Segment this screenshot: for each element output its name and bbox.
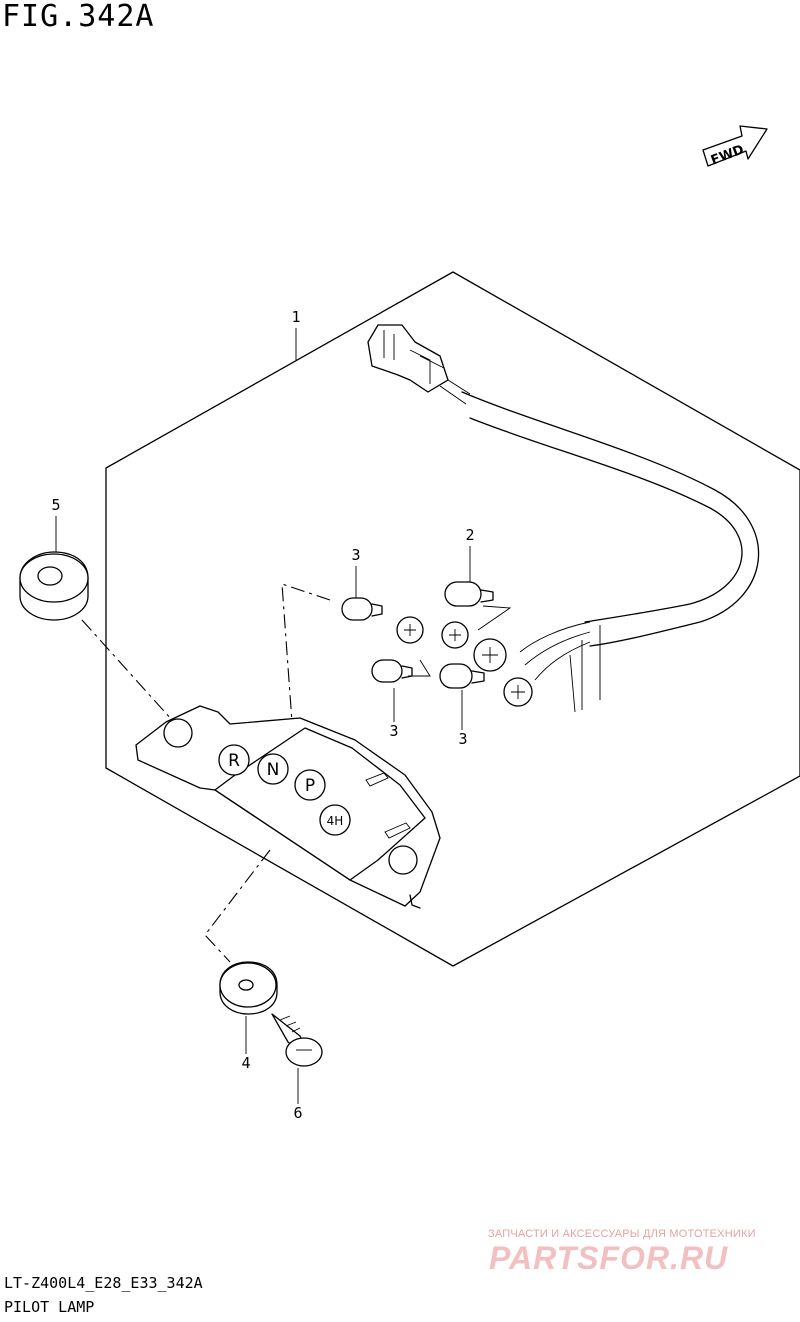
screw-icon: [271, 1013, 323, 1067]
callout-1: 1: [291, 308, 300, 326]
pilot-lamp-housing: R N P 4H: [135, 705, 441, 909]
figure-caption: PILOT LAMP: [4, 1298, 95, 1316]
indicator-label: P: [305, 776, 315, 796]
washer-icon: [219, 961, 278, 1015]
callout-3: 3: [351, 546, 360, 564]
callout-5: 5: [51, 496, 60, 514]
callout-4: 4: [241, 1054, 250, 1072]
indicator-label: R: [228, 751, 240, 771]
watermark-logo: PARTSFOR.RU: [489, 1240, 729, 1276]
grommet-icon: [19, 551, 89, 621]
bulb-sockets: [396, 616, 533, 707]
callout-6: 6: [293, 1104, 302, 1122]
indicator-label: 4H: [327, 814, 344, 828]
bulb-icon: [371, 659, 413, 683]
indicator-label: N: [267, 760, 280, 780]
callout-3: 3: [389, 722, 398, 740]
wiring-harness: [367, 324, 760, 713]
model-code: LT-Z400L4_E28_E33_342A: [4, 1274, 203, 1292]
figure-title: FIG.342A: [2, 0, 155, 34]
bulb-icon: [439, 663, 485, 689]
callout-2: 2: [465, 526, 474, 544]
watermark-subtitle: ЗАПЧАСТИ И АКСЕССУАРЫ ДЛЯ МОТОТЕХНИКИ: [488, 1228, 756, 1240]
bulb-icon: [341, 597, 383, 621]
leader-lines: [55, 328, 512, 1104]
callout-3: 3: [458, 730, 467, 748]
assembly-boundary: [105, 271, 800, 967]
fwd-arrow-icon: FWD: [702, 125, 768, 168]
bulb-icon: [444, 581, 494, 607]
